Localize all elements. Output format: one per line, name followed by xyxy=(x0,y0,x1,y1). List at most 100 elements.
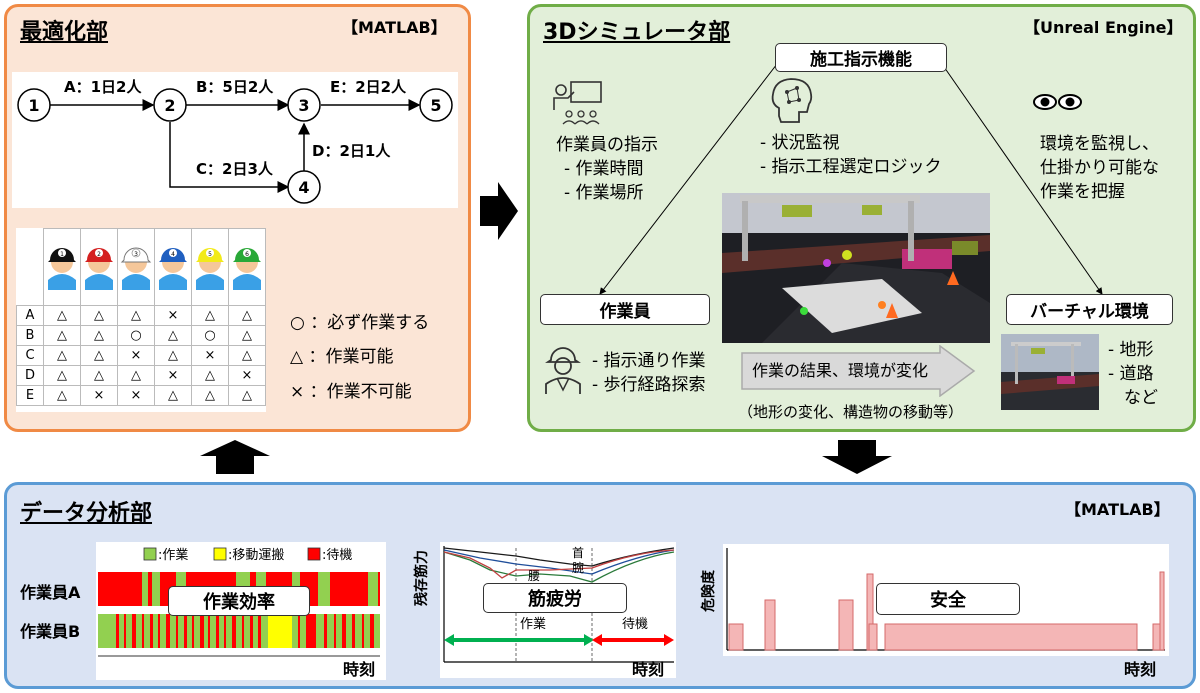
fatigue-label-box: 筋疲労 xyxy=(483,583,627,613)
safety-x-label: 時刻 xyxy=(1124,660,1157,679)
risk-bar xyxy=(764,599,776,651)
virtual-item-road: - 道路 xyxy=(1108,364,1154,384)
legend-swatch-wait xyxy=(307,547,321,561)
svg-text:5: 5 xyxy=(430,96,441,115)
connector-to-worker xyxy=(599,63,778,295)
node-1: 1 xyxy=(17,88,51,122)
result-arrow-icon xyxy=(741,345,976,397)
simulation-scene-image xyxy=(722,193,990,343)
svg-text:3: 3 xyxy=(298,96,309,115)
arrow-up-icon xyxy=(200,440,270,474)
neck-series xyxy=(443,547,675,567)
env-monitor-line-3: 作業を把握 xyxy=(1040,182,1125,202)
svg-text:3: 3 xyxy=(134,251,138,258)
simulator-tool-tag: 【Unreal Engine】 xyxy=(1024,18,1183,37)
svg-text:2: 2 xyxy=(97,251,101,258)
edge-label-a: A：1日2人 xyxy=(64,78,142,96)
virtual-environment-image xyxy=(1001,334,1099,410)
worker-instruction-item-place: - 作業場所 xyxy=(564,183,644,203)
risk-bar xyxy=(838,599,854,651)
node-3: 3 xyxy=(287,88,321,122)
worker-icon-1: 1 xyxy=(48,248,76,290)
simulator-connectors xyxy=(599,63,1103,295)
phase-label-wait: 待機 xyxy=(622,617,648,632)
efficiency-row-label-a: 作業員A xyxy=(20,583,81,602)
back-series xyxy=(443,551,675,583)
risk-bar xyxy=(1159,571,1165,651)
arm-series xyxy=(443,549,675,575)
risk-bar xyxy=(884,623,1138,651)
virtual-environment-box: バーチャル環境 xyxy=(1006,294,1173,325)
optimization-title: 最適化部 xyxy=(20,20,109,45)
result-arrow-label: 作業の結果、環境が変化 xyxy=(752,361,929,380)
efficiency-label-box: 作業効率 xyxy=(168,586,310,616)
arrow-right-icon xyxy=(480,182,518,240)
efficiency-row-label-b: 作業員B xyxy=(20,622,81,641)
network-svg: 1 2 3 4 5 A：1日2人 B：5日2人 E：2日2人 C：2日3人 D：… xyxy=(17,78,453,204)
worker-icon-4: 4 xyxy=(159,248,187,290)
analysis-tool-tag: 【MATLAB】 xyxy=(1065,500,1170,519)
worker-icon-3: 3 xyxy=(120,247,152,290)
construction-worker-icon xyxy=(545,347,581,394)
network-diagram: 1 2 3 4 5 A：1日2人 B：5日2人 E：2日2人 C：2日3人 D：… xyxy=(12,72,458,208)
virtual-item-terrain: - 地形 xyxy=(1108,340,1154,360)
worker-icon-2: 2 xyxy=(85,248,113,290)
legend-wait: :待機 xyxy=(322,548,352,563)
table-row: B△△○△○△ xyxy=(16,325,266,346)
legend-swatch-work xyxy=(143,547,157,561)
brain-icon xyxy=(771,78,813,123)
table-header-row: 1 2 3 4 5 6 xyxy=(16,228,266,306)
efficiency-row-b xyxy=(98,614,380,648)
table-row: C△△×△×△ xyxy=(16,345,266,366)
table-row: D△△△×△× xyxy=(16,365,266,386)
monitor-item-status: - 状況監視 xyxy=(760,133,840,153)
worker-table-area: 1 2 3 4 5 6 A△△△×△△ B△△○△○△ C△△×△×△ D△△△… xyxy=(16,228,266,412)
edge-label-c: C：2日3人 xyxy=(196,160,274,178)
arrow-down-icon xyxy=(822,440,892,474)
worker-preference-table: 1 2 3 4 5 6 A△△△×△△ B△△○△○△ C△△×△×△ D△△△… xyxy=(16,228,266,406)
svg-text:5: 5 xyxy=(208,251,212,258)
series-label-back: 腰 xyxy=(528,569,540,583)
analysis-title: データ分析部 xyxy=(20,501,153,526)
legend-swatch-move xyxy=(213,547,227,561)
efficiency-x-label: 時刻 xyxy=(343,660,376,679)
edge-label-e: E：2日2人 xyxy=(330,78,407,96)
legend-move: :移動運搬 xyxy=(228,548,284,563)
safety-y-label: 危険度 xyxy=(701,570,717,612)
worker-action-follow: - 指示通り作業 xyxy=(592,351,706,371)
extra-series xyxy=(443,549,675,579)
svg-text:2: 2 xyxy=(164,96,175,115)
worker-icon-6: 6 xyxy=(233,248,261,290)
monitor-item-logic: - 指示工程選定ロジック xyxy=(760,157,942,177)
safety-label-box: 安全 xyxy=(876,583,1020,615)
edge-c xyxy=(169,122,290,193)
worker-icon-5: 5 xyxy=(196,248,224,290)
worker-box: 作業員 xyxy=(540,294,710,325)
node-2: 2 xyxy=(153,88,187,122)
table-row: E△××△△△ xyxy=(16,385,266,406)
series-label-neck: 首 xyxy=(572,546,584,560)
svg-text:1: 1 xyxy=(28,96,39,115)
env-monitor-line-2: 仕掛かり可能な xyxy=(1040,158,1159,178)
fatigue-y-label: 残存筋力 xyxy=(414,550,430,606)
edge-label-b: B：5日2人 xyxy=(196,78,274,96)
legend-must-work: ○ ：必ず作業する xyxy=(290,313,430,333)
worker-instruction-heading: 作業員の指示 xyxy=(556,135,658,155)
legend-work: :作業 xyxy=(158,547,188,563)
safety-svg xyxy=(726,548,1165,651)
env-monitor-line-1: 環境を監視し、 xyxy=(1040,134,1159,154)
worker-instruction-item-time: - 作業時間 xyxy=(564,159,644,179)
optimization-tool-tag: 【MATLAB】 xyxy=(342,18,447,37)
risk-bar xyxy=(868,623,878,651)
instructor-icon xyxy=(553,81,602,125)
node-5: 5 xyxy=(419,88,453,122)
connector-to-virtual xyxy=(941,63,1103,295)
construction-instruction-box: 施工指示機能 xyxy=(775,43,947,72)
simulator-title: 3Dシミュレータ部 xyxy=(543,20,731,45)
worker-action-path: - 歩行経路探索 xyxy=(592,375,706,395)
table-row: A△△△×△△ xyxy=(16,305,266,326)
svg-text:6: 6 xyxy=(245,251,249,258)
legend-cannot-work: × ：作業不可能 xyxy=(290,382,412,402)
risk-bar xyxy=(728,623,744,651)
node-4: 4 xyxy=(287,170,321,204)
